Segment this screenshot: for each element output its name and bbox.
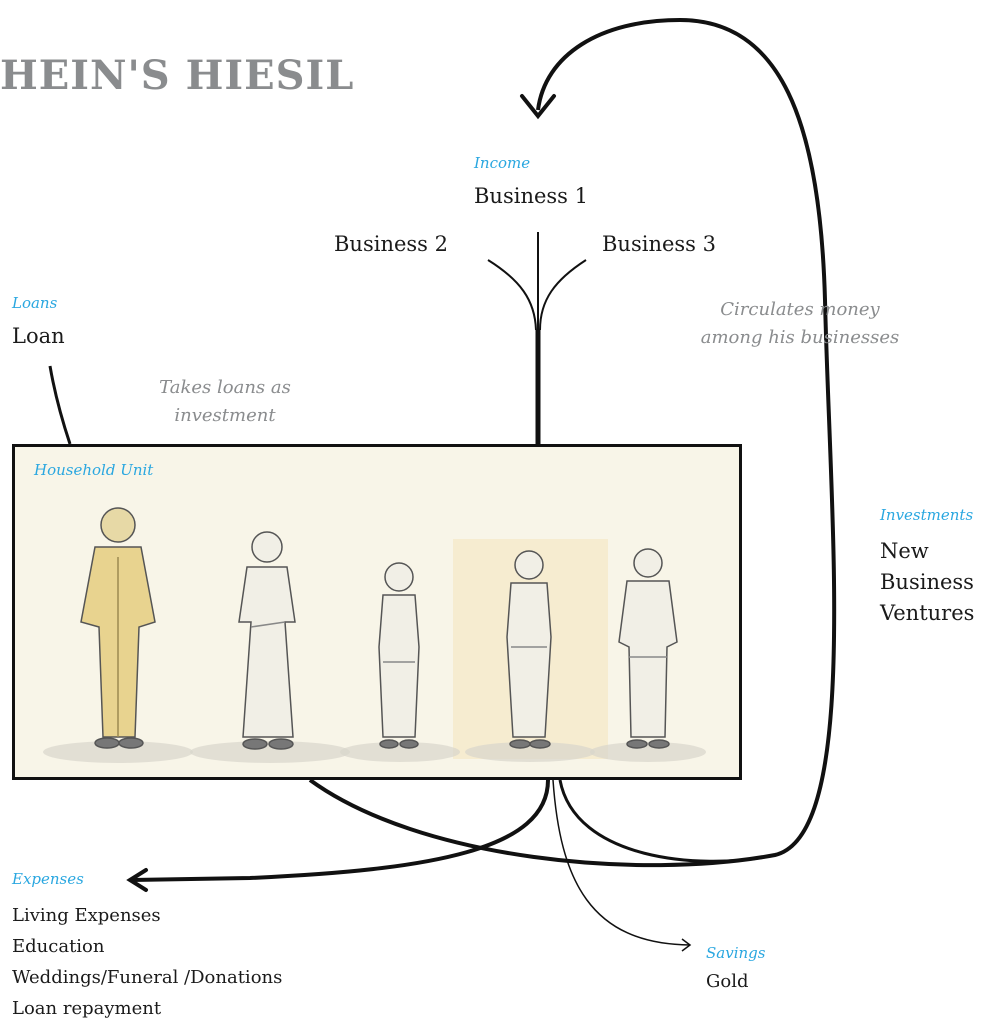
person-figure-icon <box>238 531 296 750</box>
expenses-category-label: Expenses <box>12 870 84 888</box>
expense-item: Living Expenses <box>12 905 161 926</box>
expenses-list: Living Expenses Education Weddings/Funer… <box>12 900 282 1024</box>
investment-item-ventures: Ventures <box>880 601 975 625</box>
investments-items: New Business Ventures <box>880 536 974 629</box>
expenses-arrow-head-icon <box>126 868 148 892</box>
loans-note-line-1: Takes loans as <box>159 377 291 398</box>
income-line-business-3 <box>539 259 587 331</box>
loan-label: Loan <box>12 324 65 348</box>
business-3-label: Business 3 <box>602 232 716 256</box>
loan-flow-line <box>48 365 72 445</box>
person-figure-icon <box>618 548 678 749</box>
investment-item-new: New <box>880 539 929 563</box>
person-figure-icon <box>378 562 420 749</box>
savings-item-gold: Gold <box>706 971 749 992</box>
investments-flow-line <box>558 779 771 863</box>
household-unit-box: Household Unit <box>12 444 742 780</box>
circulates-note-line-1: Circulates money <box>720 299 880 320</box>
investment-item-business: Business <box>880 570 974 594</box>
loop-arrow-head-icon <box>520 94 556 120</box>
person-figure-icon <box>80 507 156 749</box>
loans-category-label: Loans <box>12 294 58 312</box>
income-category-label: Income <box>474 154 531 172</box>
savings-arrow-head-icon <box>681 938 692 952</box>
page-title: HEIN'S HIESIL <box>0 52 355 99</box>
circulation-loop-line <box>308 17 837 868</box>
income-line-business-2 <box>487 259 537 331</box>
household-figures <box>43 507 706 763</box>
investments-category-label: Investments <box>880 506 974 524</box>
expense-item: Education <box>12 936 105 957</box>
circulates-note-line-2: among his businesses <box>700 327 900 348</box>
person-figure-icon <box>506 550 552 749</box>
business-1-label: Business 1 <box>474 184 588 208</box>
expense-item: Loan repayment <box>12 998 162 1019</box>
expenses-flow-line <box>131 779 550 882</box>
loans-note: Takes loans as investment <box>130 374 320 430</box>
loans-note-line-2: investment <box>174 405 276 426</box>
household-category-label: Household Unit <box>34 461 154 479</box>
savings-category-label: Savings <box>706 944 766 962</box>
circulates-note: Circulates money among his businesses <box>670 296 930 352</box>
expense-item: Weddings/Funeral /Donations <box>12 967 283 988</box>
savings-flow-line <box>552 779 691 946</box>
business-2-label: Business 2 <box>334 232 448 256</box>
